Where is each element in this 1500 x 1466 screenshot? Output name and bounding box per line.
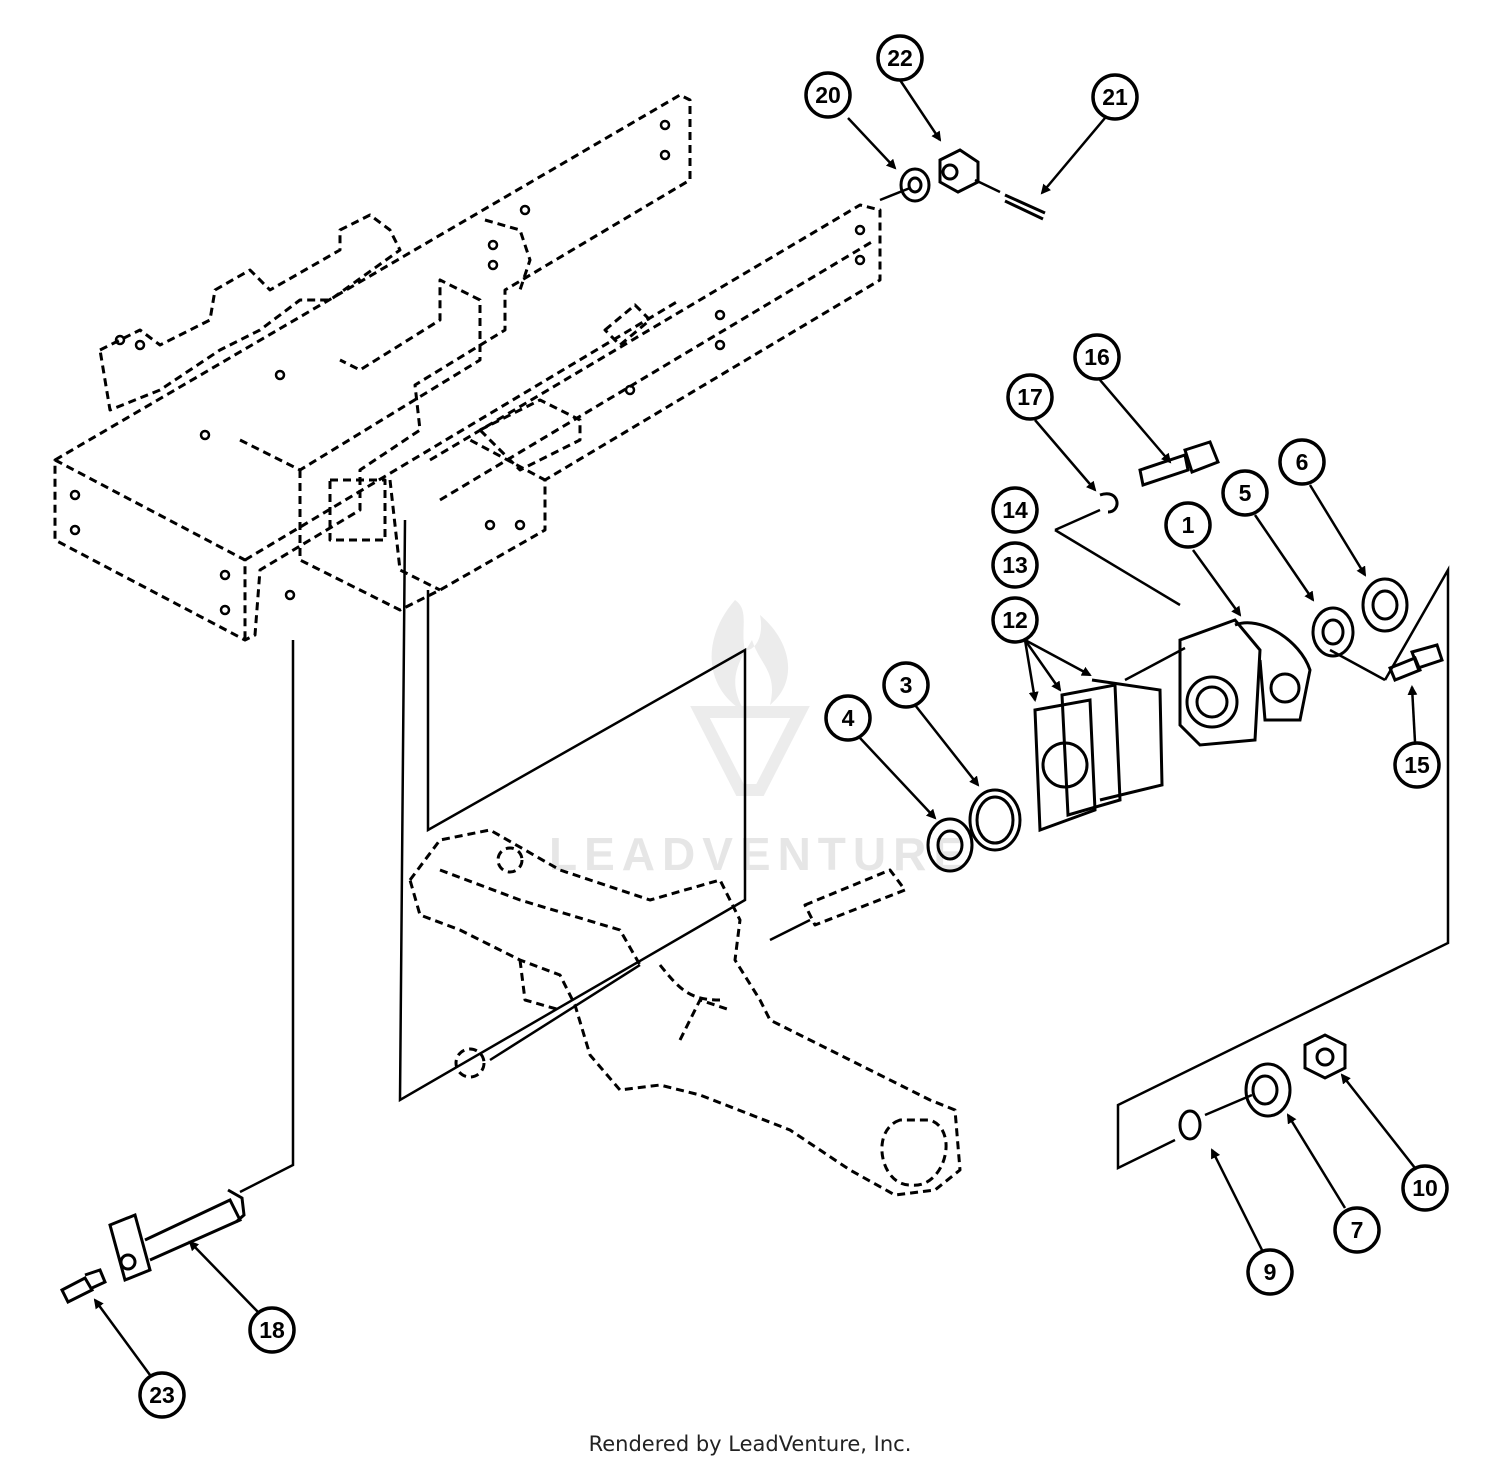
part-16-bolt xyxy=(1138,440,1220,487)
part-9-washer xyxy=(1178,1109,1202,1141)
watermark-v-icon xyxy=(690,706,810,796)
callout-5[interactable]: 5 xyxy=(1221,469,1269,517)
part-7-nut xyxy=(1244,1062,1292,1118)
tractor-frame xyxy=(53,93,882,642)
callout-4[interactable]: 4 xyxy=(824,694,872,742)
callout-label: 22 xyxy=(887,45,913,71)
callout-label: 4 xyxy=(842,705,855,731)
callout-22[interactable]: 22 xyxy=(876,34,924,82)
reference-lines xyxy=(239,178,1450,1194)
callout-12[interactable]: 12 xyxy=(991,596,1039,644)
part-20-washer xyxy=(899,167,931,203)
callout-1[interactable]: 1 xyxy=(1164,501,1212,549)
callout-15[interactable]: 15 xyxy=(1393,741,1441,789)
callout-18[interactable]: 18 xyxy=(248,1306,296,1354)
callout-7[interactable]: 7 xyxy=(1333,1206,1381,1254)
part-22-nut xyxy=(938,148,980,194)
part-17-clip xyxy=(1099,492,1119,514)
callout-23[interactable]: 23 xyxy=(138,1371,186,1419)
callout-9[interactable]: 9 xyxy=(1246,1248,1294,1296)
callout-17[interactable]: 17 xyxy=(1006,373,1054,421)
callout-label: 9 xyxy=(1264,1259,1277,1285)
callout-label: 5 xyxy=(1239,480,1252,506)
frame-holes xyxy=(69,119,866,616)
callout-label: 15 xyxy=(1404,752,1430,778)
callout-label: 13 xyxy=(1002,552,1028,578)
callout-6[interactable]: 6 xyxy=(1278,438,1326,486)
callout-label: 16 xyxy=(1084,344,1110,370)
callout-label: 17 xyxy=(1017,384,1043,410)
watermark-text: LEADVENTURE xyxy=(549,828,971,880)
callout-label: 21 xyxy=(1102,84,1128,110)
callout-21[interactable]: 21 xyxy=(1091,73,1139,121)
part-5-bearing xyxy=(1311,606,1355,658)
watermark: LEADVENTURE xyxy=(549,600,971,880)
part-21-cotter-pin xyxy=(1004,193,1046,221)
part-3-o-ring xyxy=(968,788,1022,852)
callout-label: 18 xyxy=(259,1317,285,1343)
callout-label: 20 xyxy=(815,82,841,108)
watermark-flame-icon xyxy=(711,600,789,712)
callout-label: 7 xyxy=(1351,1217,1364,1243)
callout-label: 10 xyxy=(1412,1175,1438,1201)
callout-label: 23 xyxy=(149,1382,175,1408)
callout-label: 14 xyxy=(1002,497,1028,523)
callout-label: 1 xyxy=(1182,512,1195,538)
callout-16[interactable]: 16 xyxy=(1073,333,1121,381)
part-12-gaskets xyxy=(1033,678,1164,833)
part-10-nut xyxy=(1303,1033,1347,1080)
part-23-grease-fitting xyxy=(59,1268,107,1305)
callout-arrows xyxy=(93,79,1418,1376)
callout-3[interactable]: 3 xyxy=(882,661,930,709)
callout-10[interactable]: 10 xyxy=(1401,1164,1449,1212)
part-18-pivot-pin xyxy=(108,1188,246,1283)
callout-20[interactable]: 20 xyxy=(804,71,852,119)
part-15-grease-fitting xyxy=(1388,643,1444,682)
footer-credit: Rendered by LeadVenture, Inc. xyxy=(588,1432,912,1456)
axle-housing xyxy=(408,828,962,1197)
part-4-bearing xyxy=(926,817,974,873)
part-1-spindle-housing xyxy=(1178,618,1312,747)
callout-label: 12 xyxy=(1002,607,1028,633)
callout-label: 6 xyxy=(1296,449,1309,475)
callout-13[interactable]: 13 xyxy=(991,541,1039,589)
callout-14[interactable]: 14 xyxy=(991,486,1039,534)
callout-label: 3 xyxy=(900,672,913,698)
part-6-seal xyxy=(1361,577,1409,633)
